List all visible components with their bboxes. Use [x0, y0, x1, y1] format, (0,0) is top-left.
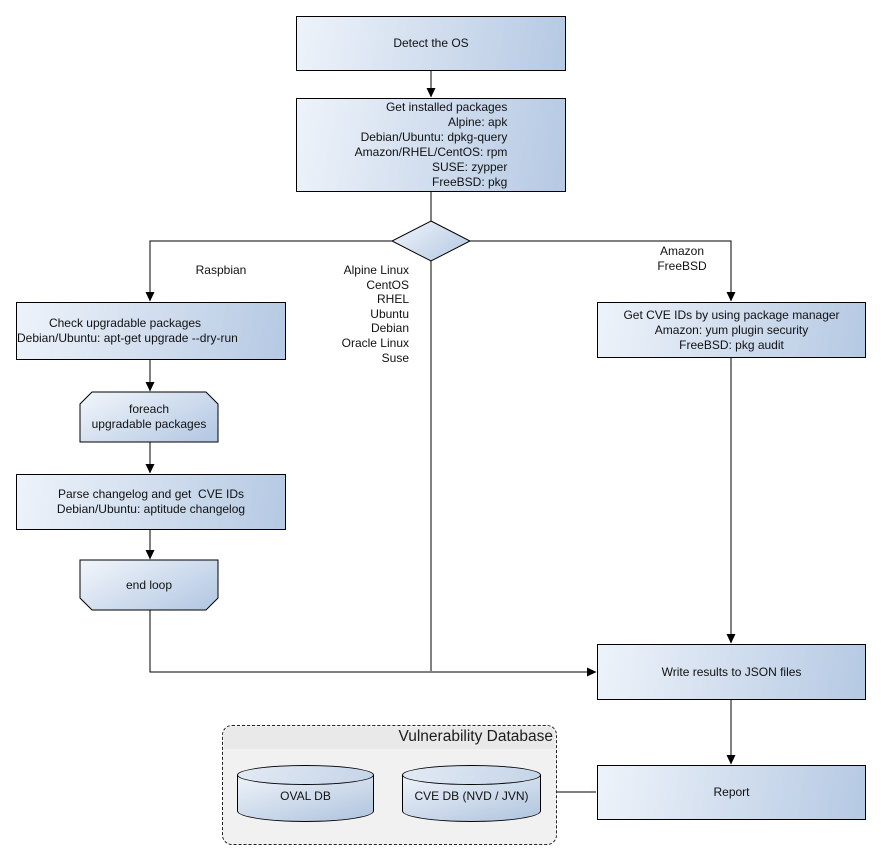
panel-title: Vulnerability Database — [398, 728, 553, 745]
cylinder-label: CVE DB (NVD / JVN) — [414, 789, 529, 803]
end-loop-shape — [79, 559, 219, 611]
node-text: FreeBSD: pkg audit — [679, 337, 784, 352]
node-text: FreeBSD: pkg — [431, 175, 508, 189]
edge-label-line: FreeBSD — [657, 259, 707, 273]
node-text: Write results to JSON files — [661, 664, 802, 679]
node-text: Amazon/RHEL/CentOS: rpm — [354, 145, 508, 159]
database-cylinder-oval-db: OVAL DB — [237, 765, 374, 822]
edge-label-os-list: Alpine Linux CentOS RHEL Ubuntu Debian O… — [299, 263, 409, 365]
node-report: Report — [597, 765, 866, 820]
cylinder-top-ellipse — [402, 765, 541, 785]
node-text: Amazon: yum plugin security — [654, 322, 809, 337]
edge-label-line: Amazon — [659, 244, 705, 258]
node-text: Check upgradable packages — [48, 316, 202, 330]
os-list-item: Oracle Linux — [341, 335, 409, 350]
node-text: Get CVE IDs by using package manager — [623, 307, 840, 322]
node-text: Debian/Ubuntu: apt-get upgrade --dry-run — [17, 331, 238, 345]
node-text-block: Get installed packages Alpine: apk Debia… — [355, 100, 508, 190]
node-text: Get installed packages — [385, 100, 508, 114]
database-cylinder-cve-db: CVE DB (NVD / JVN) — [402, 765, 541, 822]
edge-label-raspbian: Raspbian — [195, 263, 247, 277]
node-text: Debian/Ubuntu: dpkg-query — [360, 130, 508, 144]
connector-endloop-to-write-results — [149, 610, 597, 677]
node-text: Detect the OS — [393, 36, 469, 50]
node-get-cve-ids: Get CVE IDs by using package manager Ama… — [597, 302, 866, 358]
decision-diamond — [390, 220, 472, 262]
edge-label-amazon-freebsd: Amazon FreeBSD — [632, 244, 732, 274]
os-list-item: Suse — [381, 350, 409, 365]
os-list-item: Debian — [370, 321, 409, 336]
node-text: Report — [713, 785, 750, 799]
foreach-loop-shape — [79, 391, 219, 443]
node-parse-changelog: Parse changelog and get CVE IDs Debian/U… — [16, 474, 286, 530]
node-text-block: Check upgradable packages Debian/Ubuntu:… — [17, 316, 238, 346]
cylinder-label: OVAL DB — [280, 789, 331, 803]
os-list-item: Alpine Linux — [343, 263, 409, 277]
connector-decision-to-get-cve — [470, 240, 736, 302]
node-write-results: Write results to JSON files — [597, 644, 866, 700]
os-list-item: Ubuntu — [370, 306, 409, 321]
cylinder-top-ellipse — [237, 765, 374, 785]
node-text: Debian/Ubuntu: aptitude changelog — [56, 502, 246, 516]
node-detect-os: Detect the OS — [296, 16, 566, 71]
panel-title-band — [224, 727, 555, 749]
node-check-upgradable-packages: Check upgradable packages Debian/Ubuntu:… — [16, 302, 286, 360]
node-text: Alpine: apk — [447, 115, 508, 129]
connector-decision-to-check-upgradable — [145, 240, 392, 302]
node-get-installed-packages: Get installed packages Alpine: apk Debia… — [296, 98, 566, 192]
node-text: Parse changelog and get CVE IDs — [57, 487, 245, 501]
os-list-item: RHEL — [376, 292, 409, 307]
os-list-item: CentOS — [366, 277, 409, 292]
node-text: SUSE: zypper — [431, 160, 508, 174]
